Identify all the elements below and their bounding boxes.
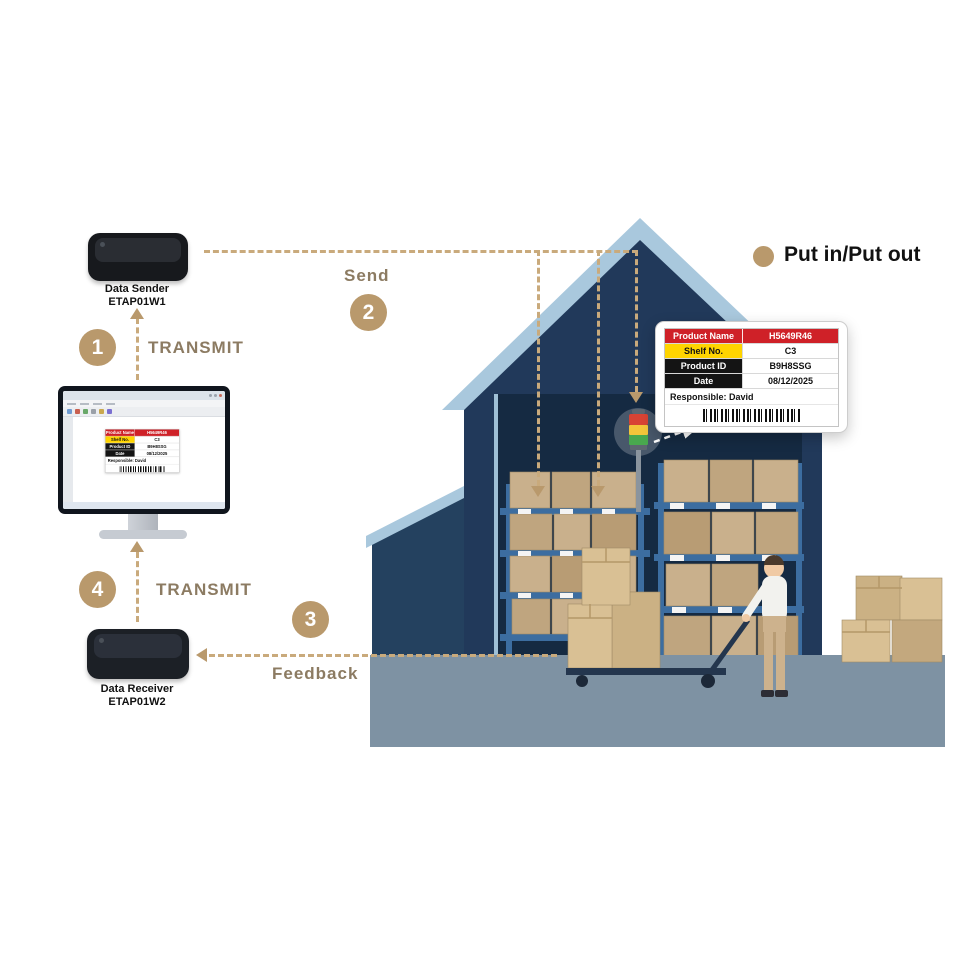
warehouse-illustration: [366, 218, 945, 747]
step-1-badge: 1: [79, 329, 116, 366]
step-3-badge: 3: [292, 601, 329, 638]
esl-row-shelf-no: Shelf No. C3: [665, 344, 838, 359]
outdoor-boxes: [841, 575, 943, 663]
software-screen: Product Name H5649R46 Shelf No. C3 Produ…: [63, 391, 225, 509]
monitor-base: [99, 530, 187, 539]
device-led: [100, 242, 105, 247]
device-top-surface: [94, 634, 182, 658]
monitor-stand: [128, 513, 158, 532]
arrow-up-icon: [130, 308, 144, 319]
barcode: [702, 409, 801, 422]
data-receiver-device: [87, 629, 189, 679]
step-4-badge: 4: [79, 571, 116, 608]
esl-row-product-name: Product Name H5649R46: [665, 329, 838, 344]
esl-responsible: Responsible: David: [665, 389, 838, 405]
esl-row-product-id: Product ID B9H8SSG: [665, 359, 838, 374]
pallet-boxes: [567, 547, 661, 669]
window-side-panel: [63, 417, 73, 502]
arrow-up-icon: [130, 541, 144, 552]
arrow-down-icon: [629, 392, 643, 403]
esl-row-date: Date 08/12/2025: [665, 374, 838, 389]
worker-figure: [742, 555, 788, 697]
arrow-down-icon: [531, 486, 545, 497]
label-pointer-arrow: [653, 424, 702, 444]
data-sender-label: Data Sender ETAP01W1: [104, 283, 170, 308]
data-sender-device: [88, 233, 188, 281]
put-inout-label: Put in/Put out: [784, 243, 921, 266]
send-flow-line: [204, 250, 638, 253]
arrow-left-icon: [196, 648, 207, 662]
device-led: [99, 638, 104, 643]
transmit-line-4: [136, 552, 139, 622]
feedback-line: [209, 654, 557, 657]
stack-light-icon: [614, 408, 662, 512]
esl-display: Product Name H5649R46 Shelf No. C3 Produ…: [664, 328, 839, 427]
window-menubar: [63, 400, 225, 407]
window-titlebar: [63, 391, 225, 400]
put-inout-dot-icon: [753, 246, 774, 267]
send-drop-line-1: [537, 250, 540, 486]
step-4-label: TRANSMIT: [156, 580, 252, 599]
esl-preview-on-screen: Product Name H5649R46 Shelf No. C3 Produ…: [105, 429, 180, 473]
computer-monitor: Product Name H5649R46 Shelf No. C3 Produ…: [58, 386, 230, 514]
arrow-down-icon: [591, 486, 605, 497]
esl-label-card: Product Name H5649R46 Shelf No. C3 Produ…: [655, 321, 848, 433]
send-drop-line-3: [635, 250, 638, 392]
step-2-label: Send: [344, 266, 390, 285]
transmit-line-1: [136, 318, 139, 380]
step-1-label: TRANSMIT: [148, 338, 244, 357]
pallet-jack: [566, 618, 751, 688]
device-top-surface: [95, 238, 181, 262]
step-3-label: Feedback: [272, 664, 359, 683]
barcode: [119, 466, 165, 473]
window-statusbar: [63, 502, 225, 509]
step-2-badge: 2: [350, 294, 387, 331]
data-receiver-label: Data Receiver ETAP01W2: [100, 683, 174, 708]
window-toolbar-icons: [63, 407, 225, 417]
send-drop-line-2: [597, 250, 600, 486]
